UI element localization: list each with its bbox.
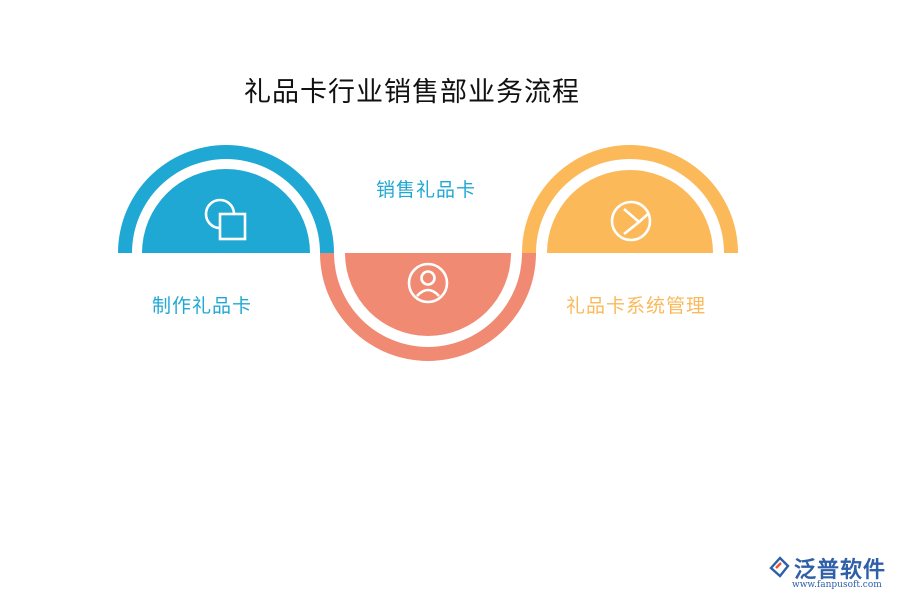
step-label-system-management: 礼品卡系统管理 bbox=[566, 295, 707, 317]
step-2-outer-arc bbox=[320, 253, 536, 361]
logo-text: 泛普软件 bbox=[794, 558, 887, 583]
step-label-make-card: 制作礼品卡 bbox=[152, 295, 253, 317]
step-3-inner-disc bbox=[547, 170, 713, 253]
step-label-sell-card: 销售礼品卡 bbox=[376, 179, 477, 201]
logo-url: www.fanpusoft.com bbox=[792, 580, 882, 590]
step-1-inner-disc bbox=[142, 169, 310, 253]
step-1-shape bbox=[118, 145, 334, 253]
user-circle-icon bbox=[407, 262, 449, 304]
step-2-shape bbox=[320, 253, 536, 361]
pie-chart-icon bbox=[610, 200, 652, 242]
brand-logo: 泛普软件 www.fanpusoft.com bbox=[768, 552, 894, 596]
step-2-inner-disc bbox=[345, 253, 511, 336]
step-3-shape bbox=[522, 145, 738, 253]
page-title: 礼品卡行业销售部业务流程 bbox=[244, 77, 580, 108]
shapes-icon bbox=[204, 198, 247, 241]
step-1-outer-arc bbox=[118, 145, 334, 253]
logo-mark-icon bbox=[769, 556, 790, 578]
step-3-outer-arc bbox=[522, 145, 738, 253]
